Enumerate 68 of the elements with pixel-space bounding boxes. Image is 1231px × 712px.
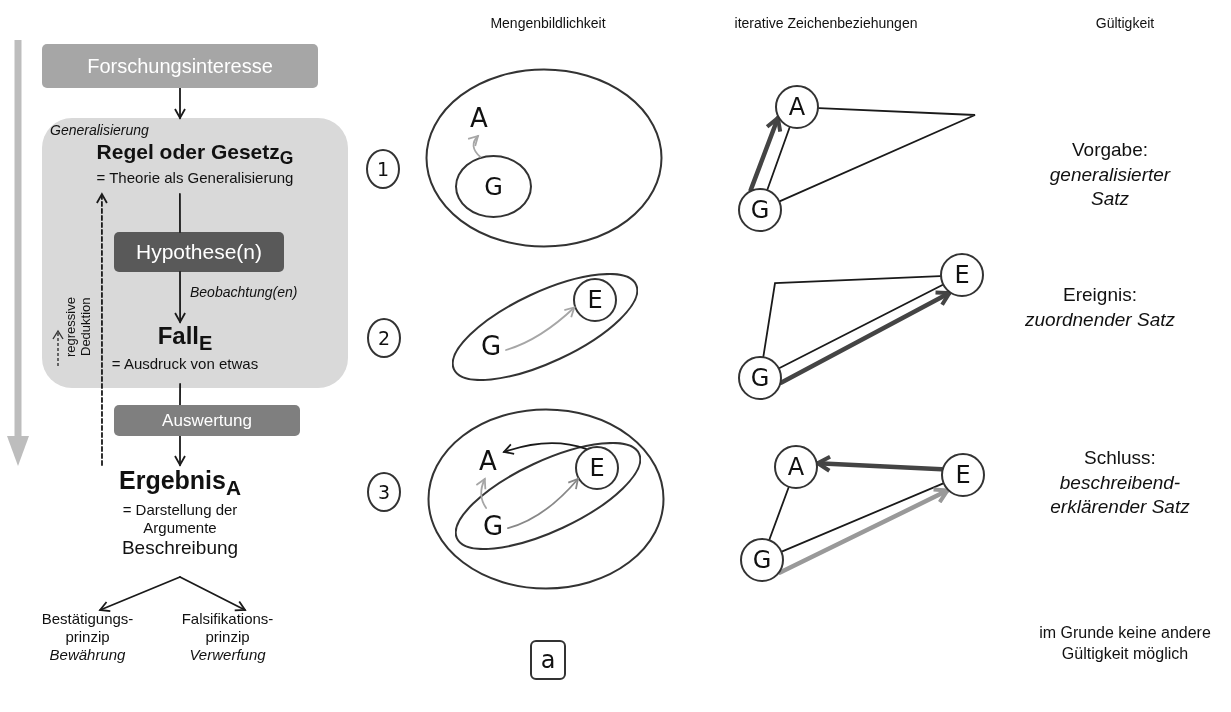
sign-circle: E — [940, 253, 984, 297]
arrow — [815, 454, 944, 473]
connector-line — [768, 486, 790, 541]
connector-line — [778, 284, 944, 369]
sign-circle: E — [573, 278, 617, 322]
arrow — [505, 306, 576, 351]
arrow — [779, 290, 952, 385]
principle-name: Falsifikations- prinzip — [180, 610, 275, 646]
set-letter: A — [463, 100, 495, 136]
edge-label: Beobachtung(en) — [190, 284, 298, 301]
process-box: Auswertung — [114, 405, 300, 436]
connector-line — [179, 383, 181, 406]
description-text: = Ausdruck von etwas — [111, 354, 259, 373]
column-heading: Gültigkeit — [1094, 14, 1156, 33]
sign-circle: G — [738, 188, 782, 232]
circled-number: 1 — [366, 149, 400, 189]
arrow — [748, 115, 783, 193]
heading-text: Ergebnis$_{A}$ — [119, 465, 241, 501]
arrow — [174, 87, 186, 119]
circled-number: 2 — [367, 318, 401, 358]
heading-text: Regel oder Gesetz$_{G}$ — [96, 138, 294, 169]
connector-line — [762, 275, 941, 358]
column-heading: iterative Zeichenbeziehungen — [733, 14, 919, 33]
note-text: im Grunde keine andere Gültigkeit möglich — [1038, 623, 1212, 664]
connector-line — [179, 193, 181, 233]
validity-note: Schluss: beschreibend- erklärender Satz — [1049, 446, 1191, 520]
arrow — [179, 576, 246, 612]
arrow — [174, 271, 186, 323]
summary-text: Beschreibung — [121, 537, 239, 560]
connector-line — [779, 107, 976, 202]
arrow — [174, 435, 186, 466]
set-letter: A — [472, 443, 504, 479]
principle-note: Verwerfung — [189, 646, 266, 664]
validity-note: Vorgabe: generalisierter Satz — [1048, 138, 1172, 212]
arrow — [99, 576, 181, 613]
set-ellipse — [427, 408, 665, 590]
arrow — [96, 193, 108, 466]
sign-circle: A — [775, 85, 819, 129]
process-box: Forschungsinteresse — [42, 44, 318, 88]
sign-circle: E — [575, 446, 619, 490]
arrow — [507, 478, 579, 530]
description-text: = Darstellung der Argumente — [121, 501, 239, 537]
principle-note: Bewährung — [49, 646, 126, 664]
principle-name: Bestätigungs- prinzip — [40, 610, 135, 646]
heading-text: Fall$_{E}$ — [157, 322, 213, 355]
group-panel — [42, 118, 348, 388]
set-ellipse — [425, 68, 663, 248]
circled-number: 3 — [367, 472, 401, 512]
connector-line — [781, 482, 944, 553]
set-letter: G — [476, 328, 506, 364]
sign-circle: E — [941, 453, 985, 497]
validity-note: Ereignis: zuordnender Satz — [1024, 283, 1176, 332]
set-letter: G — [478, 508, 508, 544]
connector-line — [766, 126, 791, 191]
column-heading: Mengenbildlichkeit — [489, 14, 607, 33]
sign-circle: G — [740, 538, 784, 582]
description-text: = Theorie als Generalisierung — [96, 169, 294, 187]
edge-label: regressive Deduktion — [64, 296, 94, 359]
arrow — [475, 478, 487, 509]
arrow — [777, 487, 950, 575]
arrow — [503, 442, 587, 455]
sign-circle: G — [738, 356, 782, 400]
hypothesis-box: Hypothese(n) — [114, 232, 284, 272]
sign-circle: A — [774, 445, 818, 489]
italic-caption: Generalisierung — [50, 122, 149, 139]
boxed-letter: a — [530, 640, 566, 680]
set-ellipse: G — [455, 155, 532, 218]
arrow — [467, 135, 482, 158]
